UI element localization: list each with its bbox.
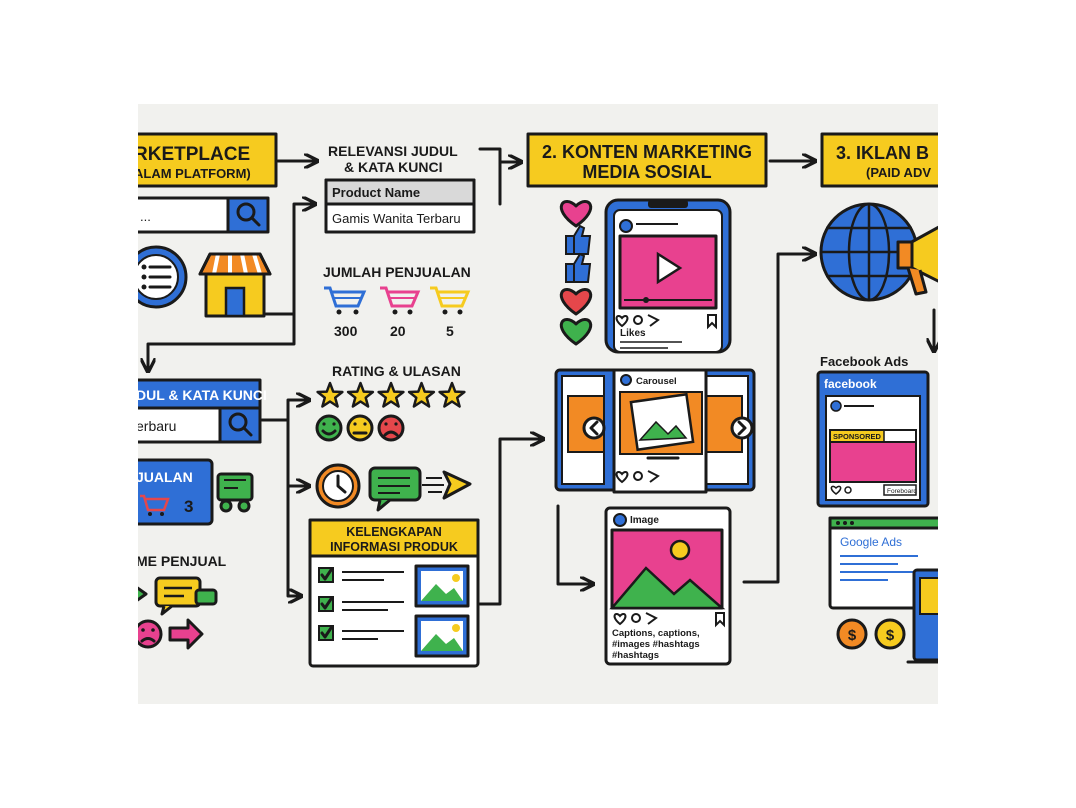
caption-line3: #hashtags — [612, 650, 659, 661]
arrow-right-icon — [168, 618, 204, 650]
megaphone-icon — [896, 225, 938, 296]
penjualan-label: JUALAN — [138, 469, 193, 485]
carousel-card[interactable]: Carousel — [554, 368, 756, 494]
judul-kata-kunci-box: DUL & KATA KUNCI erbaru — [138, 378, 267, 444]
jumlah-count-0: 300 — [334, 323, 358, 339]
star-icon — [407, 381, 436, 408]
sad-face-icon — [138, 619, 163, 649]
connector — [478, 147, 520, 164]
caption-line1: Captions, captions, — [612, 628, 700, 639]
laptop-icon — [906, 568, 938, 664]
section1-title-box: RKETPLACE ALAM PLATFORM) — [138, 132, 278, 188]
section2-title-line2: MEDIA SOSIAL — [582, 162, 711, 182]
phone-mockup: Likes — [604, 198, 732, 354]
svg-text:$: $ — [886, 627, 895, 644]
section3-title-box: 3. IKLAN B (PAID ADV — [820, 132, 938, 188]
google-ads-label: Google Ads — [840, 535, 902, 549]
star-icon — [346, 381, 375, 408]
fast-arrow-icon — [422, 470, 472, 500]
svg-text:$: $ — [848, 627, 857, 644]
google-ads-card: Google Ads — [828, 516, 938, 610]
rating-title: RATING & ULASAN — [332, 363, 461, 379]
chat-bubbles-icon — [138, 576, 218, 616]
penjualan-box: JUALAN 3 — [138, 458, 214, 526]
arrow-down-to-judul — [148, 292, 296, 370]
marketing-flow-diagram: RKETPLACE ALAM PLATFORM) ... DUL & KATA … — [138, 132, 938, 668]
jumlah-count-1: 20 — [390, 323, 406, 339]
chevron-left-icon[interactable] — [582, 416, 606, 440]
product-name-table: Product Name Gamis Wanita Terbaru — [324, 178, 476, 234]
search-placeholder: ... — [140, 209, 151, 224]
smile-face-icon — [315, 414, 343, 442]
chevron-right-icon[interactable] — [730, 416, 754, 440]
arrow-to-kelengkapan — [286, 484, 300, 596]
image-icon — [414, 564, 470, 658]
sad-face-icon — [377, 414, 405, 442]
judul-search-value: erbaru — [138, 418, 176, 434]
rating-stars — [316, 381, 466, 408]
search-icon — [236, 202, 261, 227]
diagram-canvas: RKETPLACE ALAM PLATFORM) ... DUL & KATA … — [138, 104, 938, 704]
arrow-to-section2 — [478, 439, 542, 606]
caption-line2: #images #hashtags — [612, 639, 700, 650]
arrow-shop-to-relevansi — [264, 204, 314, 316]
facebook-ads-label: Facebook Ads — [820, 354, 908, 369]
jumlah-title: JUMLAH PENJUALAN — [323, 264, 471, 280]
relevansi-title-line2: & KATA KUNCI — [344, 159, 443, 175]
section3-title-line2: (PAID ADV — [866, 165, 931, 180]
phone-likes: Likes — [620, 328, 646, 339]
penjualan-count: 3 — [184, 497, 193, 516]
cart-icon-pink — [380, 286, 421, 315]
coin-icon: $ $ — [836, 618, 906, 650]
section1-title-line2: ALAM PLATFORM) — [138, 166, 251, 181]
section3-title-line1: 3. IKLAN B — [836, 143, 929, 163]
image-label: Image — [630, 515, 659, 526]
checkbox-icon — [318, 567, 334, 641]
cart-icon-yellow — [430, 286, 471, 315]
fb-button: Foreboard — [887, 488, 917, 495]
play-icon — [656, 251, 683, 285]
image-icon — [629, 392, 695, 452]
shop-icon — [198, 252, 272, 318]
search-icon — [228, 412, 253, 437]
section1-title-line1: RKETPLACE — [138, 144, 250, 165]
arrow-to-globe — [742, 254, 814, 584]
table-header: Product Name — [332, 185, 420, 200]
jumlah-count-2: 5 — [446, 323, 454, 339]
sponsored-badge: SPONSORED — [833, 432, 882, 441]
cart-icon-blue — [324, 286, 367, 315]
kelengkapan-card: KELENGKAPAN INFORMASI PRODUK — [308, 518, 480, 668]
facebook-ad-card: facebook SPONSORED Foreboard — [816, 370, 930, 508]
arrow-to-image-post — [556, 504, 592, 584]
clock-icon — [315, 463, 361, 509]
relevansi-title-line1: RELEVANSI JUDUL — [328, 143, 458, 159]
list-icon — [138, 245, 188, 309]
arrow-to-rating — [260, 400, 308, 422]
image-icon — [609, 539, 726, 610]
heart-icon — [559, 288, 593, 346]
star-icon — [377, 381, 405, 408]
truck-icon — [216, 472, 254, 513]
section2-title-line1: 2. KONTEN MARKETING — [542, 142, 752, 162]
kelengkapan-title-line1: KELENGKAPAN — [346, 525, 442, 539]
kelengkapan-title-line2: INFORMASI PRODUK — [330, 540, 458, 554]
thumbs-up-icon — [565, 224, 592, 283]
chat-icon — [368, 466, 422, 512]
star-icon — [438, 381, 466, 408]
neutral-face-icon — [346, 414, 374, 442]
facebook-brand: facebook — [824, 377, 877, 391]
star-icon — [316, 381, 344, 408]
penjual-label: ME PENJUAL — [138, 553, 227, 569]
marketplace-search-bar[interactable]: ... — [138, 196, 270, 234]
judul-bar-label: DUL & KATA KUNCI — [138, 387, 267, 403]
cart-icon — [140, 494, 170, 516]
image-post-card: Image Captions, captions, #images #hasht… — [604, 506, 732, 666]
heart-icon — [559, 200, 593, 228]
section2-title-box: 2. KONTEN MARKETING MEDIA SOSIAL — [526, 132, 768, 188]
arrow-to-clock — [286, 418, 308, 486]
table-value: Gamis Wanita Terbaru — [332, 211, 461, 226]
carousel-label: Carousel — [636, 376, 677, 387]
